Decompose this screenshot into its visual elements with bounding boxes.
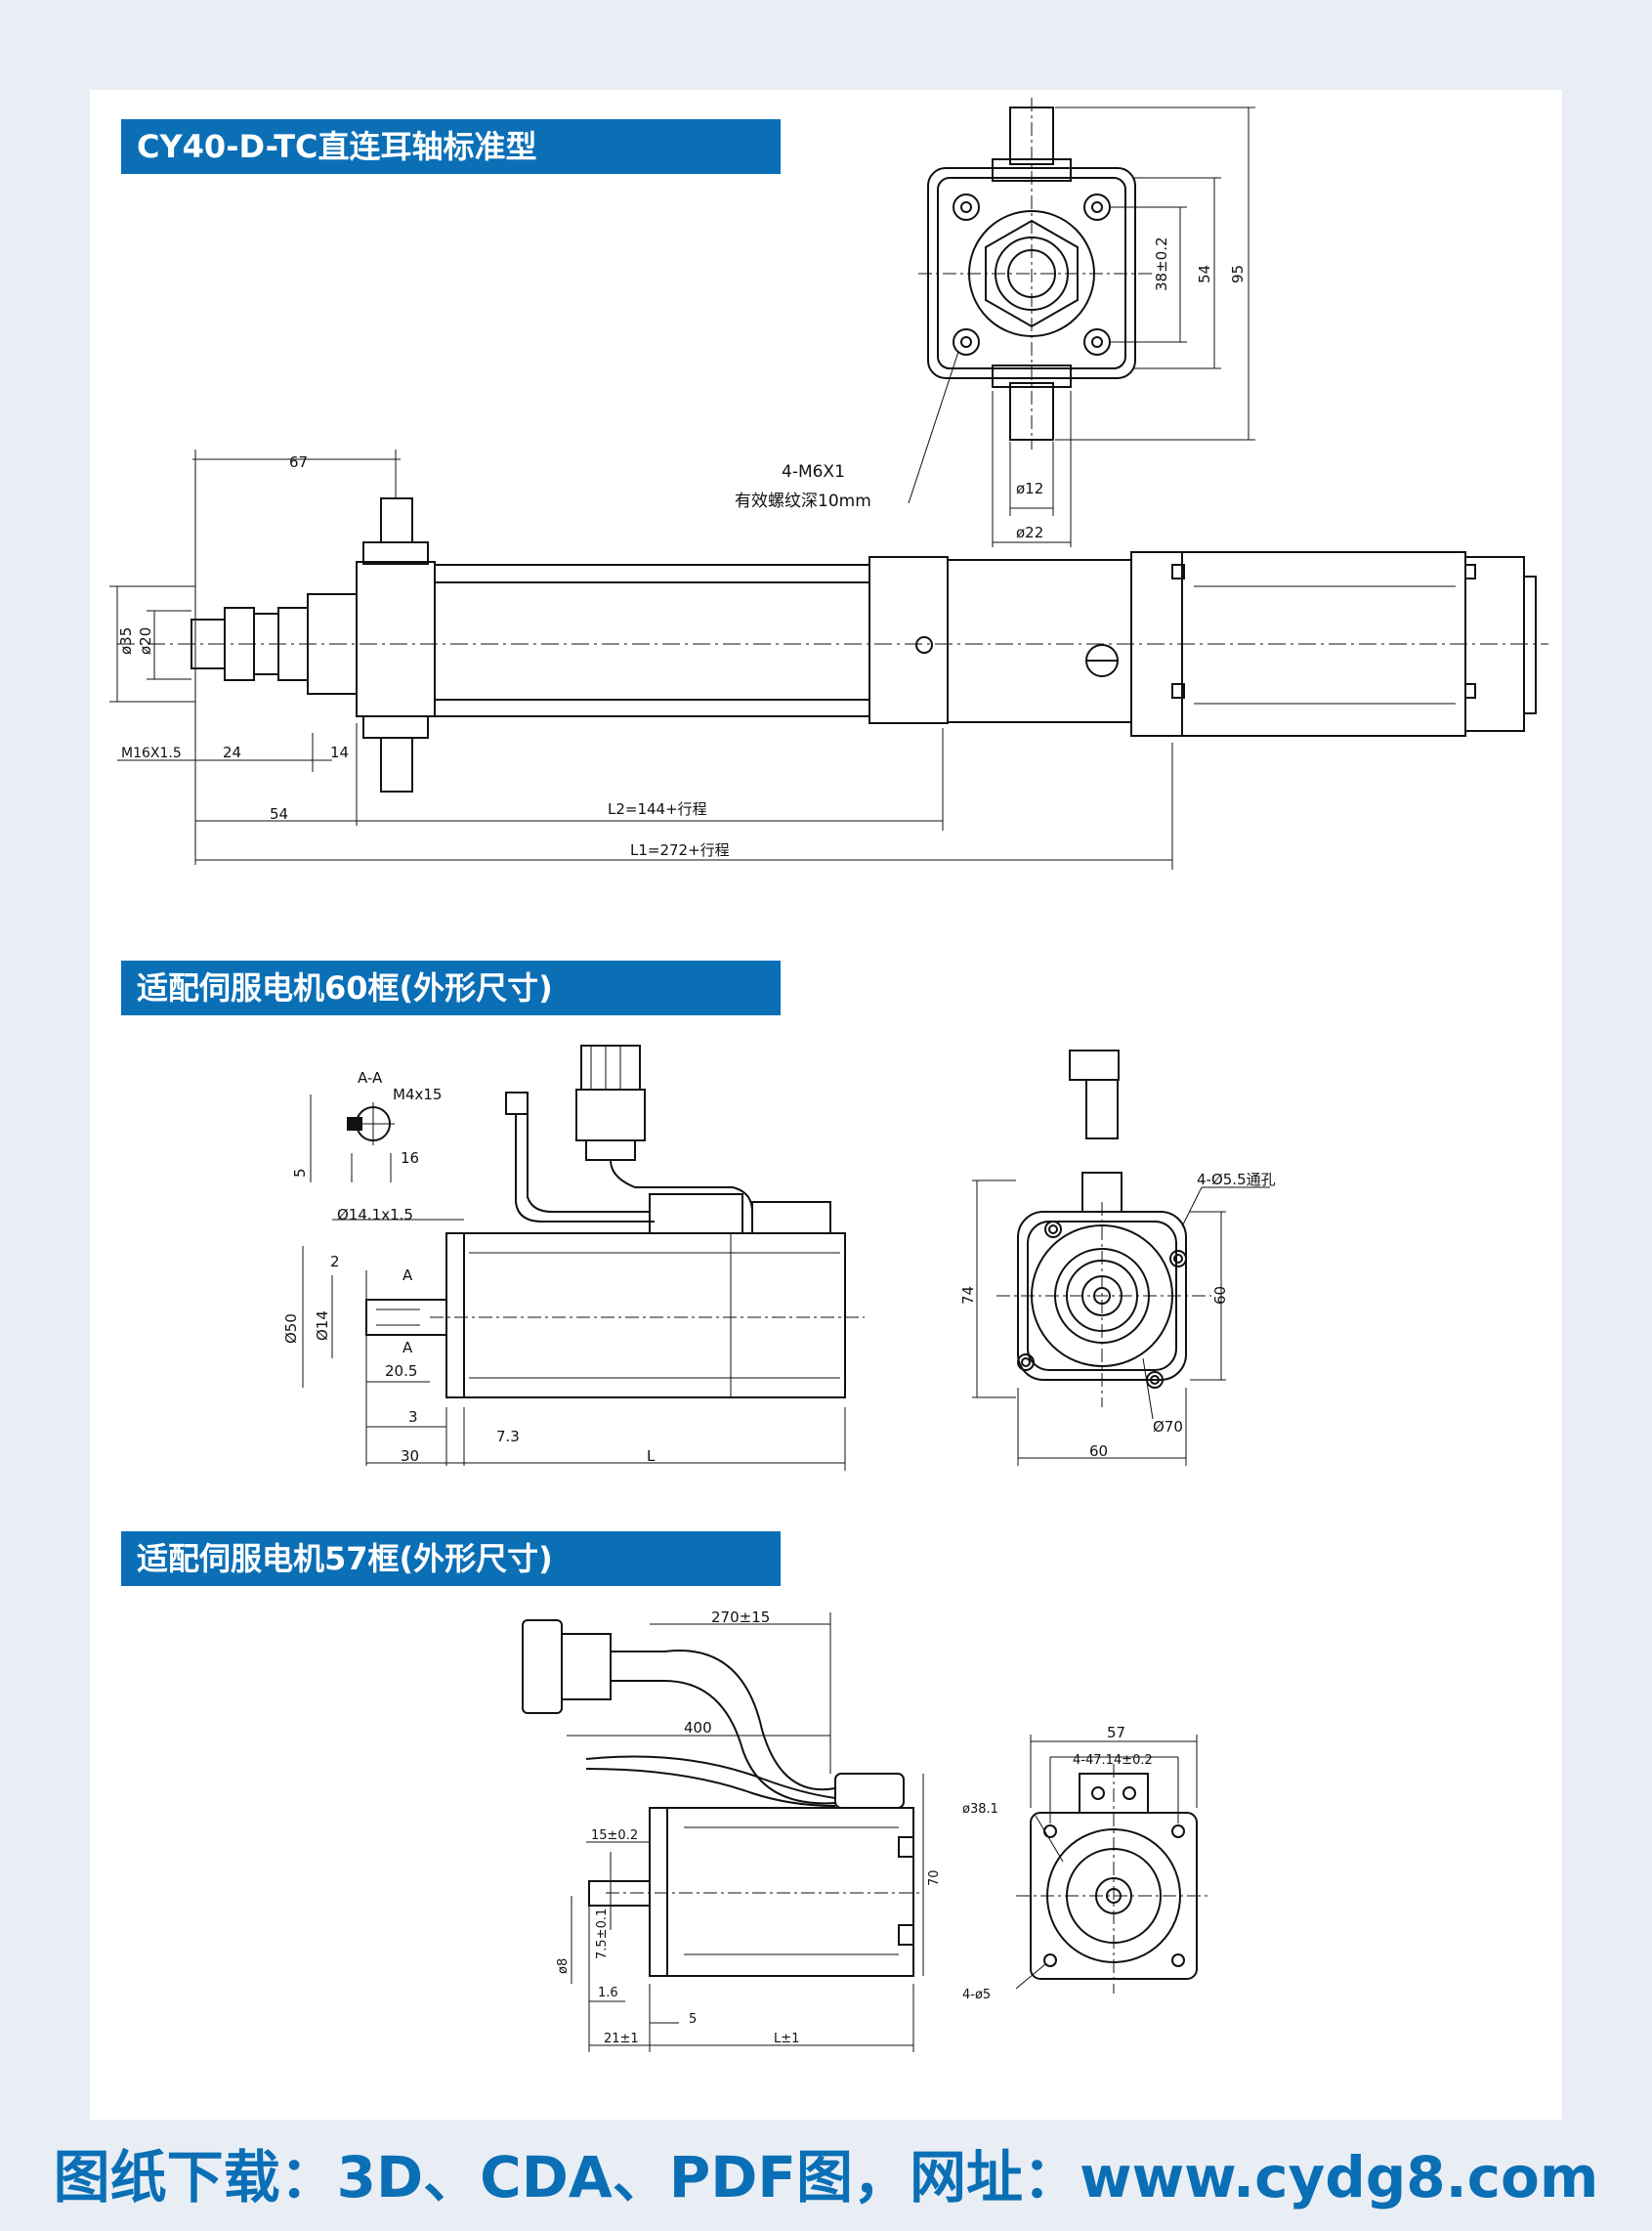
dim-38: 38±0.2 <box>1153 236 1170 291</box>
section-aa: A-A <box>358 1069 383 1087</box>
dim-d22: ø22 <box>1016 524 1043 541</box>
dim-400: 400 <box>684 1719 712 1737</box>
section-title-motor60: 适配伺服电机60框(外形尺寸) <box>121 961 781 1015</box>
dim-24: 24 <box>223 744 241 761</box>
motor57-side-view <box>522 1612 924 2052</box>
actuator-side-view <box>109 450 1548 870</box>
dim-67: 67 <box>289 453 308 471</box>
dim-20-5: 20.5 <box>385 1362 417 1380</box>
label-a-top: A <box>402 1266 413 1284</box>
dim-2: 2 <box>330 1253 340 1270</box>
section-title-motor57: 适配伺服电机57框(外形尺寸) <box>121 1531 781 1586</box>
dim-54-rod: 54 <box>270 805 288 823</box>
drawing-sheet <box>90 90 1562 2120</box>
thread-note-line1: 4-M6X1 <box>782 462 845 482</box>
dim-d20: ø20 <box>137 627 154 655</box>
dim-21: 21±1 <box>604 2032 639 2046</box>
dim-7-3: 7.3 <box>496 1428 520 1445</box>
dim-d70: Ø70 <box>1153 1418 1183 1436</box>
dim-4-47-14: 4-47.14±0.2 <box>1073 1753 1153 1768</box>
thread-m4: M4x15 <box>393 1086 442 1103</box>
dim-54: 54 <box>1196 265 1213 283</box>
dim-d8: ø8 <box>556 1958 571 1974</box>
motor60-side-view <box>302 1045 865 1471</box>
dim-14: 14 <box>330 744 349 761</box>
actuator-end-view <box>908 98 1255 547</box>
dim-57: 57 <box>1107 1724 1125 1741</box>
section-title-actuator: CY40-D-TC直连耳轴标准型 <box>121 119 781 174</box>
dim-15: 15±0.2 <box>591 1828 638 1843</box>
dim-l1: L1=272+行程 <box>630 841 730 859</box>
thread-note-line2: 有效螺纹深10mm <box>735 492 871 511</box>
dim-1-6: 1.6 <box>598 1986 618 2000</box>
motor60-front-view <box>972 1050 1270 1466</box>
motor57-front-view <box>1015 1735 1211 1994</box>
dim-d14: Ø14 <box>314 1310 331 1341</box>
dim-7-5: 7.5±0.1 <box>595 1909 610 1959</box>
key-height: 5 <box>291 1168 309 1178</box>
thread-size: M16X1.5 <box>121 746 182 761</box>
label-a-bottom: A <box>402 1339 413 1356</box>
holes-57: 4-ø5 <box>962 1988 991 2002</box>
dim-d38-1: ø38.1 <box>962 1802 998 1817</box>
dim-70: 70 <box>927 1869 942 1886</box>
dim-30: 30 <box>401 1447 419 1465</box>
dim-d50: Ø50 <box>282 1313 300 1344</box>
dim-5: 5 <box>689 2012 697 2027</box>
dim-l2: L2=144+行程 <box>608 800 707 818</box>
key-depth: 16 <box>401 1149 419 1167</box>
download-footer: 图纸下载：3D、CDA、PDF图，网址：www.cydg8.com <box>53 2144 1599 2210</box>
dim-l-60: L <box>647 1447 656 1465</box>
holes-60: 4-Ø5.5通孔 <box>1197 1171 1276 1188</box>
dim-95: 95 <box>1229 265 1247 283</box>
shaft-dia: Ø14.1x1.5 <box>337 1206 413 1223</box>
dim-3: 3 <box>408 1408 418 1426</box>
dim-270: 270±15 <box>711 1609 770 1626</box>
dim-74: 74 <box>959 1286 977 1305</box>
dim-d12: ø12 <box>1016 480 1043 497</box>
dim-60-vertical: 60 <box>1211 1286 1229 1305</box>
dim-60-horizontal: 60 <box>1089 1442 1108 1460</box>
dim-l-57: L±1 <box>774 2032 799 2046</box>
dim-d35: ø35 <box>117 627 135 655</box>
